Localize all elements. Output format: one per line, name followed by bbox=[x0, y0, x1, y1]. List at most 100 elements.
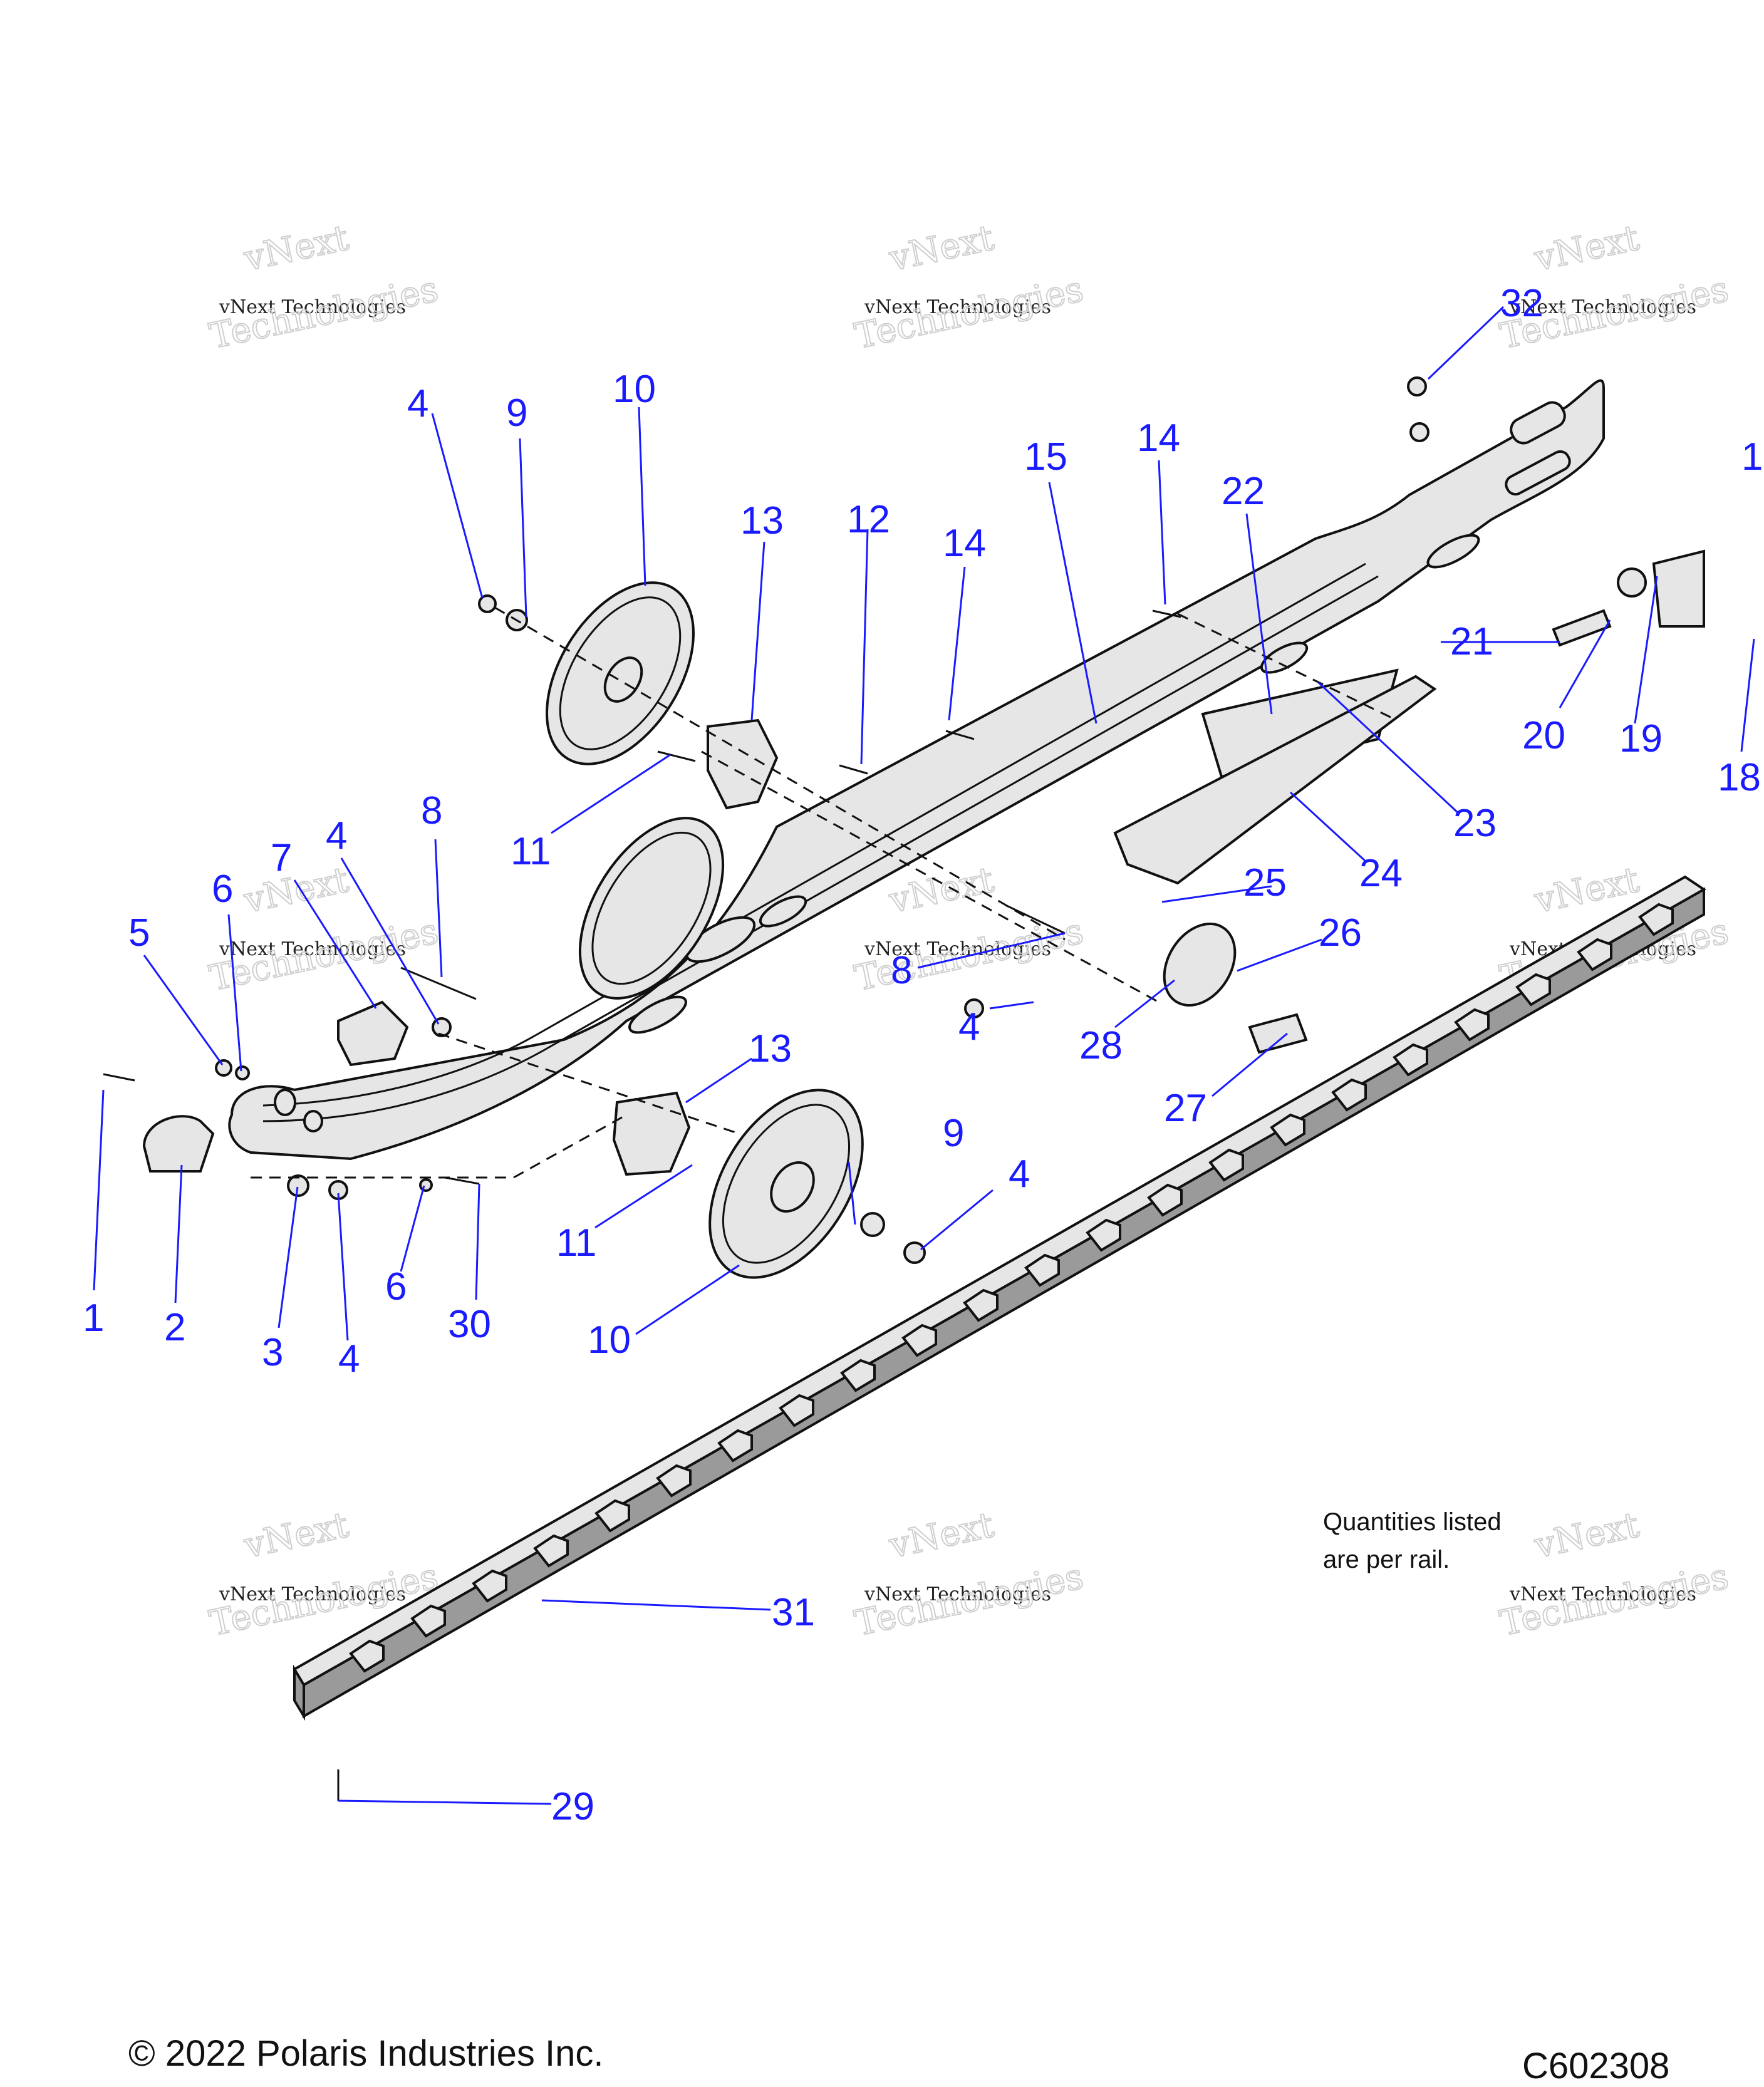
bolt-21 bbox=[1552, 609, 1612, 647]
svg-text:vNext Technologies: vNext Technologies bbox=[864, 1583, 1051, 1605]
callout-3: 3 bbox=[262, 1331, 283, 1374]
callout-11: 11 bbox=[556, 1221, 596, 1265]
callout-5: 5 bbox=[128, 911, 150, 955]
callout-4: 4 bbox=[407, 382, 428, 425]
copyright-text: © 2022 Polaris Industries Inc. bbox=[128, 2033, 604, 2074]
slide-tooth bbox=[1393, 1043, 1428, 1077]
assembly-lines bbox=[251, 606, 1398, 1179]
svg-text:vNext: vNext bbox=[1530, 217, 1642, 279]
idler-wheel-lower bbox=[708, 1089, 864, 1279]
slide-tooth bbox=[1147, 1183, 1183, 1217]
slide-tooth bbox=[594, 1499, 630, 1533]
slide-tooth bbox=[779, 1394, 814, 1427]
svg-text:vNext Technologies: vNext Technologies bbox=[864, 938, 1051, 960]
callout-32: 32 bbox=[1500, 282, 1544, 325]
callout-19: 19 bbox=[1619, 717, 1663, 760]
callout-2: 2 bbox=[164, 1306, 185, 1349]
svg-text:vNext: vNext bbox=[1530, 1504, 1642, 1567]
quantity-note: Quantities listed are per rail. bbox=[1323, 1508, 1502, 1573]
slide-tooth bbox=[1638, 903, 1674, 936]
slide-tooth bbox=[656, 1464, 692, 1498]
callout-27: 27 bbox=[1164, 1087, 1207, 1130]
callout-8: 8 bbox=[891, 949, 912, 992]
callout-24: 24 bbox=[1359, 852, 1403, 895]
svg-text:vNext: vNext bbox=[240, 1504, 352, 1567]
idler-wheel-upper bbox=[546, 581, 695, 765]
callout-15: 15 bbox=[1024, 435, 1067, 479]
wheel-bracket-upper bbox=[707, 718, 779, 810]
pin-27 bbox=[1248, 1013, 1308, 1054]
callout-22: 22 bbox=[1222, 470, 1265, 513]
slide-tooth bbox=[349, 1639, 385, 1673]
callout-4: 4 bbox=[1009, 1152, 1030, 1196]
callout-10: 10 bbox=[588, 1318, 631, 1362]
rail-cap-part bbox=[142, 1115, 215, 1173]
callout-4: 4 bbox=[958, 1005, 980, 1049]
svg-text:vNext: vNext bbox=[885, 1504, 997, 1567]
slide-tooth bbox=[1331, 1078, 1367, 1112]
svg-text:vNext Technologies: vNext Technologies bbox=[1509, 296, 1696, 318]
slide-tooth bbox=[840, 1359, 876, 1392]
callout-20: 20 bbox=[1522, 714, 1565, 757]
callout-28: 28 bbox=[1079, 1024, 1123, 1067]
rail-plate-24 bbox=[1113, 675, 1437, 885]
callout-14: 14 bbox=[1137, 417, 1180, 460]
slide-tooth bbox=[1024, 1253, 1060, 1287]
callout-8: 8 bbox=[421, 789, 442, 832]
leader-lines bbox=[93, 306, 1755, 1805]
callout-14: 14 bbox=[943, 522, 986, 565]
callout-30: 30 bbox=[448, 1303, 491, 1346]
svg-text:vNext Technologies: vNext Technologies bbox=[219, 938, 406, 960]
svg-text:vNext Technologies: vNext Technologies bbox=[1509, 1583, 1696, 1605]
svg-text:vNext: vNext bbox=[885, 217, 997, 279]
slide-rail-part bbox=[293, 875, 1706, 1721]
svg-text:vNext: vNext bbox=[885, 859, 997, 921]
callout-labels: 1 2 3 4 4 4 4 4 5 6 6 7 8 8 9 9 10 10 11… bbox=[83, 282, 1763, 1828]
slide-tooth bbox=[533, 1534, 569, 1568]
idler-wheel-middle bbox=[578, 817, 725, 1000]
callout-21: 21 bbox=[1450, 620, 1493, 663]
callout-4: 4 bbox=[338, 1337, 360, 1380]
block-17 bbox=[1652, 549, 1705, 628]
callout-9: 9 bbox=[943, 1112, 964, 1155]
callout-11: 11 bbox=[511, 830, 551, 873]
slide-tooth bbox=[472, 1569, 507, 1603]
nut-32b bbox=[1409, 422, 1429, 442]
slide-tooth bbox=[901, 1323, 937, 1357]
slide-tooth bbox=[1270, 1113, 1305, 1147]
nut-32a bbox=[1407, 376, 1427, 396]
callout-29: 29 bbox=[551, 1785, 594, 1828]
svg-text:vNext: vNext bbox=[240, 859, 352, 921]
callout-13: 13 bbox=[740, 499, 784, 542]
callout-4: 4 bbox=[326, 814, 347, 857]
slide-tooth bbox=[1515, 973, 1551, 1007]
callout-31: 31 bbox=[772, 1591, 815, 1634]
callout-1: 1 bbox=[83, 1297, 104, 1340]
slide-tooth bbox=[963, 1288, 999, 1322]
callout-6: 6 bbox=[385, 1265, 407, 1308]
callout-13: 13 bbox=[749, 1027, 792, 1070]
svg-text:vNext Technologies: vNext Technologies bbox=[219, 1583, 406, 1605]
callout-10: 10 bbox=[613, 368, 656, 411]
svg-text:vNext Technologies: vNext Technologies bbox=[864, 296, 1051, 318]
slide-tooth bbox=[1208, 1148, 1244, 1182]
svg-text:Technologies: Technologies bbox=[206, 269, 442, 357]
svg-text:vNext Technologies: vNext Technologies bbox=[219, 296, 406, 318]
callout-6: 6 bbox=[212, 867, 233, 911]
bumper-28 bbox=[1163, 922, 1237, 1007]
callout-25: 25 bbox=[1243, 861, 1287, 904]
svg-text:Technologies: Technologies bbox=[851, 1556, 1087, 1644]
slide-tooth bbox=[717, 1429, 753, 1463]
diagram-code: C602308 bbox=[1522, 2046, 1670, 2086]
slide-tooth bbox=[410, 1604, 446, 1638]
bracket-part-7 bbox=[337, 1000, 409, 1067]
slide-tooth bbox=[1577, 938, 1612, 971]
svg-text:Technologies: Technologies bbox=[1497, 1556, 1732, 1644]
callout-12: 12 bbox=[847, 498, 890, 541]
callout-17: 1 bbox=[1741, 435, 1763, 479]
